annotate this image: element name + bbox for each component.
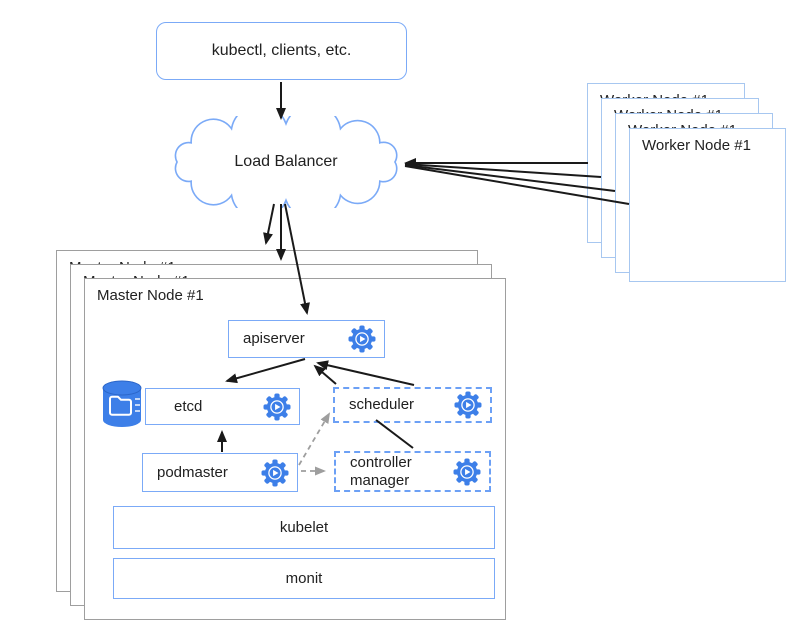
master-node-title: Master Node #1 bbox=[97, 287, 204, 304]
arrow-worker2-to-lb bbox=[404, 164, 616, 192]
controller-manager-box: controller manager bbox=[334, 451, 491, 492]
apiserver-label: apiserver bbox=[243, 330, 305, 348]
gear-icon bbox=[260, 458, 290, 488]
load-balancer-cloud: Load Balancer bbox=[170, 116, 402, 208]
etcd-label: etcd bbox=[174, 397, 203, 415]
kubelet-box: kubelet bbox=[113, 506, 495, 549]
database-cylinder-icon bbox=[101, 379, 143, 429]
controller-manager-label: controller manager bbox=[350, 454, 412, 489]
scheduler-box: scheduler bbox=[333, 387, 492, 423]
monit-label: monit bbox=[285, 569, 323, 587]
apiserver-box: apiserver bbox=[228, 320, 385, 358]
kubelet-label: kubelet bbox=[279, 518, 329, 536]
gear-icon bbox=[347, 324, 377, 354]
client-box-label: kubectl, clients, etc. bbox=[211, 42, 352, 59]
podmaster-label: podmaster bbox=[157, 463, 228, 481]
worker-node-card-1: Worker Node #1 bbox=[629, 128, 786, 282]
load-balancer-label: Load Balancer bbox=[234, 153, 338, 170]
worker-node-title: Worker Node #1 bbox=[642, 137, 751, 154]
monit-box: monit bbox=[113, 558, 495, 599]
arrow-lb-to-master3 bbox=[263, 203, 275, 245]
cloud-icon bbox=[174, 116, 398, 208]
client-box: kubectl, clients, etc. bbox=[156, 22, 407, 80]
scheduler-label: scheduler bbox=[349, 396, 415, 414]
folder-icon bbox=[109, 395, 132, 416]
etcd-box: etcd bbox=[145, 388, 300, 425]
gear-icon bbox=[262, 392, 292, 422]
podmaster-box: podmaster bbox=[142, 453, 298, 492]
arrow-worker3-to-lb bbox=[404, 163, 602, 178]
gear-icon bbox=[452, 457, 482, 487]
gear-icon bbox=[453, 390, 483, 420]
